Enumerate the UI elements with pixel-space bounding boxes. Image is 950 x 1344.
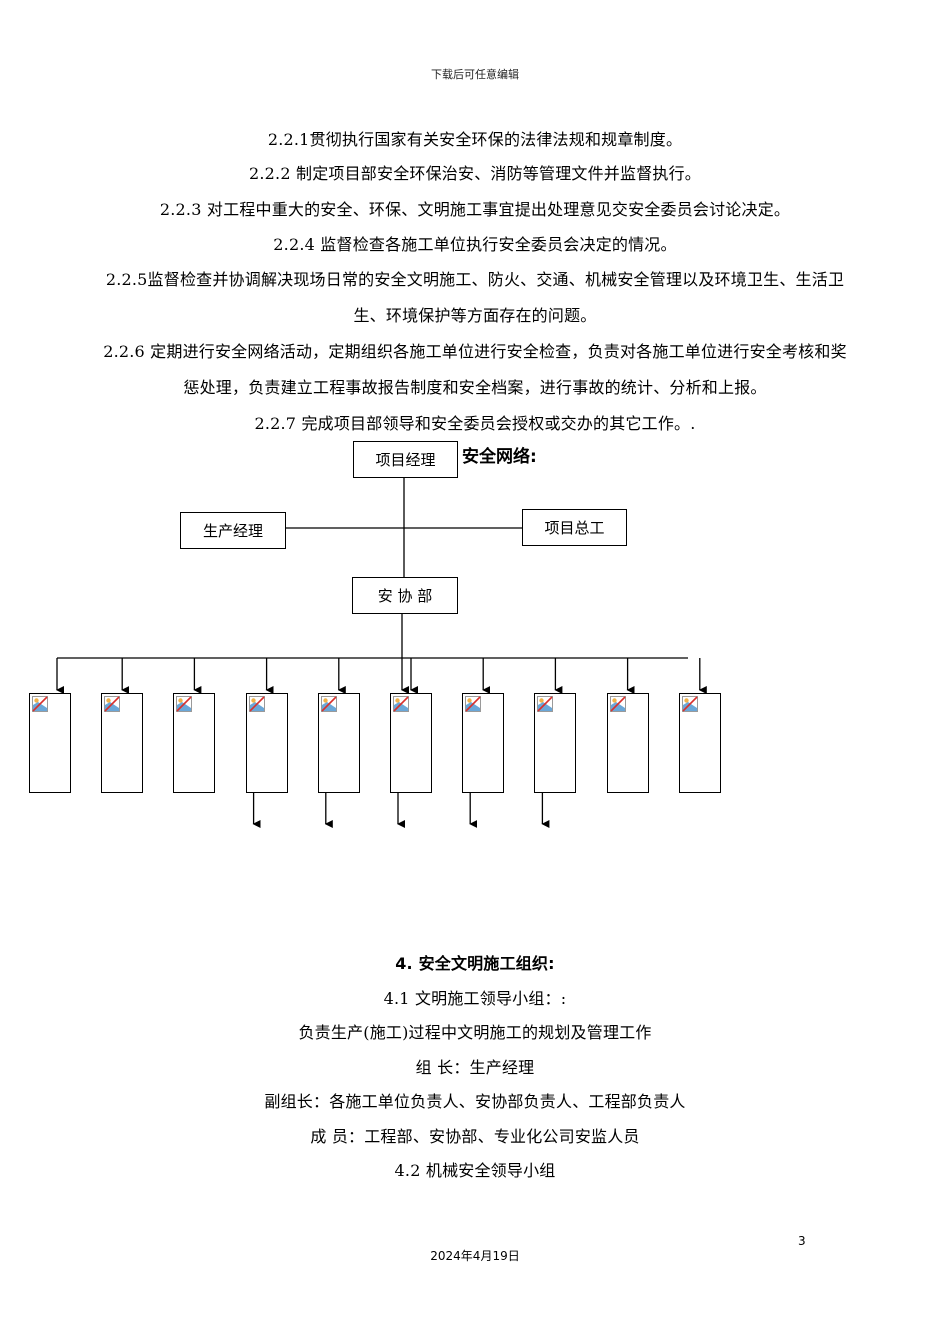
clause-2-2-4: 2.2.4 监督检查各施工单位执行安全委员会决定的情况。 [273,235,677,254]
members: 成 员：工程部、安协部、专业化公司安监人员 [310,1127,640,1146]
group-leader: 组 长：生产经理 [415,1058,535,1077]
unit-box-4 [245,693,288,793]
clause-2-2-1: 2.2.1贯彻执行国家有关安全环保的法律法规和规章制度。 [267,130,683,149]
footer-date: 2024年4月19日 [430,1249,520,1263]
section-4-1-title: 4.1 文明施工领导小组：: [383,989,567,1008]
production-manager-box: 生产经理 [180,512,286,549]
broken-image-icon [609,696,626,712]
broken-image-icon [176,696,193,712]
broken-image-icon [393,696,409,712]
project-manager-label: 项目经理 [375,451,436,469]
section-4-heading: 4. 安全文明施工组织: [395,954,555,973]
chief-engineer-label: 项目总工 [544,519,605,537]
broken-image-icon [465,696,482,712]
chief-engineer-box: 项目总工 [522,509,627,546]
unit-box-9 [606,693,649,793]
section-4-1-desc: 负责生产(施工)过程中文明施工的规划及管理工作 [298,1023,652,1042]
project-manager-box: 项目经理 [353,441,458,478]
page-number: 3 [798,1234,806,1248]
clause-2-2-5: 2.2.5监督检查并协调解决现场日常的安全文明施工、防火、交通、机械安全管理以及… [105,270,845,289]
deputy-leader: 副组长：各施工单位负责人、安协部负责人、工程部负责人 [264,1092,686,1111]
broken-image-icon [681,696,698,712]
unit-box-10 [678,693,721,793]
unit-box-2 [101,693,144,793]
unit-box-8 [534,693,577,793]
safety-dept-box: 安 协 部 [352,577,458,614]
broken-image-icon [320,696,337,712]
clause-2-2-6: 2.2.6 定期进行安全网络活动，定期组织各施工单位进行安全检查，负责对各施工单… [103,342,847,361]
diagram-connectors [56,477,707,828]
broken-image-icon [104,696,121,712]
clause-2-2-7: 2.2.7 完成项目部领导和安全委员会授权或交办的其它工作。. [254,414,696,433]
unit-box-6 [390,693,432,793]
unit-box-3 [173,693,216,793]
broken-image-icon [248,696,265,712]
page-header: 下载后可任意编辑 [431,68,519,81]
section-4-2-title: 4.2 机械安全领导小组 [394,1161,556,1180]
unit-box-1 [29,693,71,793]
diagram-title: 安全网络: [462,447,537,467]
production-manager-label: 生产经理 [202,522,263,540]
clause-2-2-2: 2.2.2 制定项目部安全环保治安、消防等管理文件并监督执行。 [249,164,701,183]
unit-box-7 [462,693,505,793]
clause-2-2-3: 2.2.3 对工程中重大的安全、环保、文明施工事宜提出处理意见交安全委员会讨论决… [159,200,791,219]
clause-2-2-6-cont: 惩处理，负责建立工程事故报告制度和安全档案，进行事故的统计、分析和上报。 [183,378,767,397]
unit-box-5 [317,693,360,793]
safety-dept-label: 安 协 部 [377,587,433,605]
broken-image-icon [32,696,48,712]
broken-image-icon [537,696,554,712]
clause-2-2-5-cont: 生、环境保护等方面存在的问题。 [353,306,597,325]
